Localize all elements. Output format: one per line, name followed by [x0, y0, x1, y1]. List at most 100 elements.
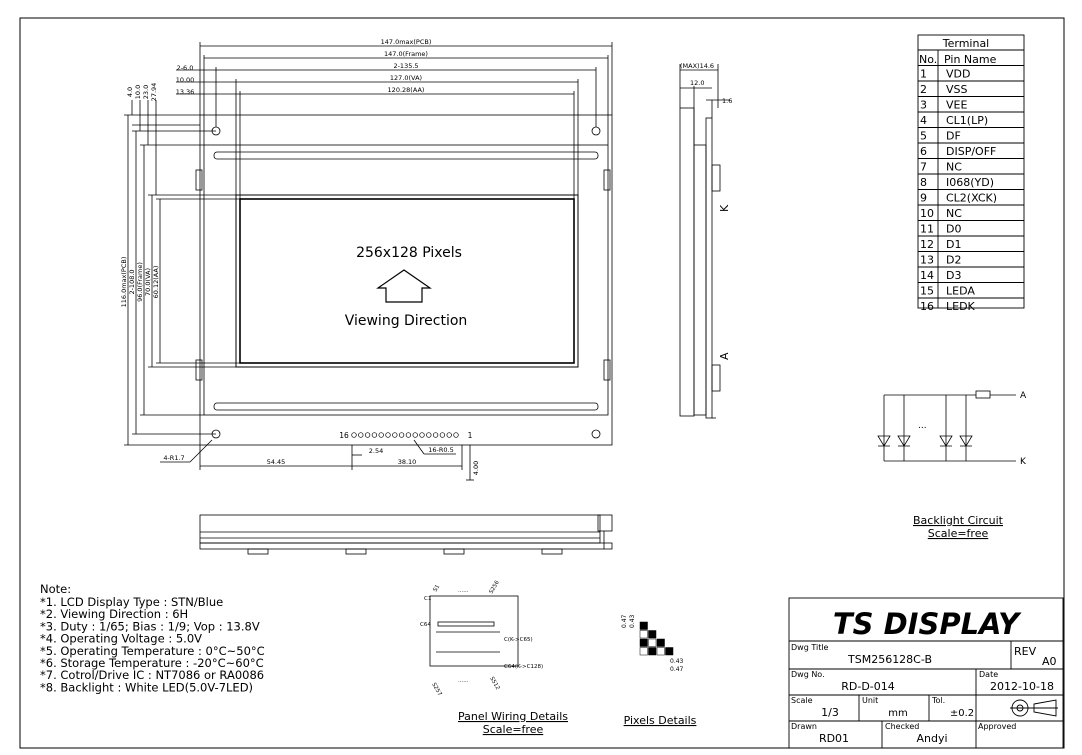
- dim-3810: 38.10: [398, 458, 417, 466]
- unit-label: Unit: [862, 696, 878, 705]
- dim-aa-width: 120.28(AA): [388, 86, 425, 94]
- terminal-table: [917, 34, 1025, 309]
- terminal-row-name: NC: [946, 161, 962, 174]
- note-item: *8. Backlight : White LED(5.0V-7LED): [40, 680, 253, 694]
- pixel-cell: [648, 647, 657, 656]
- title-block-text: TS DISPLAY Dwg Title TSM256128C-B REV A0…: [791, 607, 1057, 745]
- unit-value: mm: [888, 708, 907, 719]
- dim-side-16: 1.6: [722, 97, 732, 105]
- title-block: [788, 597, 1064, 749]
- pixels-labels: 0.47 0.43 0.43 0.47 Pixels Details: [621, 614, 697, 727]
- wiring-dots-top: ......: [458, 588, 469, 594]
- wiring-s512: S512: [488, 676, 500, 691]
- terminal-row-name: LEDA: [946, 285, 975, 298]
- backlight-a: A: [1020, 391, 1027, 401]
- terminal-row-no: 9: [920, 192, 927, 205]
- backlight-title: Backlight Circuit: [913, 514, 1004, 527]
- terminal-row-name: VDD: [946, 68, 970, 81]
- dim-v-100: 10.0: [134, 85, 142, 99]
- drawn-label: Drawn: [791, 722, 817, 731]
- side-a-label: A: [718, 352, 731, 360]
- pixel-cell: [639, 638, 648, 647]
- connector-pin: [358, 432, 364, 438]
- terminal-row-no: 12: [920, 238, 934, 251]
- dim-pitch: 2.54: [369, 447, 383, 455]
- wiring-s257: S257: [430, 682, 442, 698]
- dim-aa-height: 60.12(AA): [152, 266, 160, 299]
- terminal-row-name: CL2(XCK): [946, 192, 997, 205]
- dim-v-230: 23.0: [142, 85, 150, 99]
- terminal-row-name: D2: [946, 254, 961, 267]
- note-label: *7. Cotrol/Drive IC : NT7086 or RA0086: [40, 668, 264, 682]
- scale-label: Scale: [791, 696, 813, 705]
- dim-pin-radius: 16-R0.5: [428, 446, 453, 454]
- tol-value: ±0.2: [950, 708, 974, 719]
- side-view-labels: (MAX)14.6 12.0 1.6 K A: [680, 62, 732, 360]
- dwg-title-value: TSM256128C-B: [847, 653, 932, 666]
- wiring-s256: S256: [489, 579, 501, 595]
- note-label: *2. Viewing Direction : 6H: [40, 607, 188, 621]
- terminal-row-name: D0: [946, 223, 961, 236]
- backlight-scale: Scale=free: [928, 527, 989, 540]
- drawn-value: RD01: [819, 732, 849, 745]
- note-value: STN/Blue: [171, 595, 223, 609]
- dim-v-40: 4.0: [126, 87, 134, 97]
- dim-offset-1336: 13.36: [176, 88, 195, 96]
- connector-pin: [419, 432, 425, 438]
- panel-wiring-labels: S1 S256 ...... C1 C64 C(K->C65) C64(K->C…: [420, 579, 568, 736]
- pixel-dim-043a: 0.43: [629, 614, 636, 628]
- terminal-row-name: I068(YD): [946, 176, 994, 189]
- tol-label: Tol.: [931, 696, 945, 705]
- dwg-title-label: Dwg Title: [791, 643, 829, 652]
- terminal-row-no: 13: [920, 254, 934, 267]
- connector-pin: [412, 432, 418, 438]
- terminal-row-no: 2: [920, 83, 927, 96]
- pixels-detail: [639, 621, 674, 656]
- note-item: *6. Storage Temperature : -20°C~60°C: [40, 656, 264, 670]
- terminal-table-text: Terminal No. Pin Name: [919, 37, 997, 66]
- terminal-row-name: CL1(LP): [946, 114, 988, 127]
- dim-hole-radius: 4-R1.7: [163, 454, 184, 462]
- date-value: 2012-10-18: [990, 680, 1054, 693]
- terminal-col-name: Pin Name: [944, 53, 997, 66]
- pixel-dim-047b: 0.47: [670, 666, 684, 673]
- scale-value: 1/3: [821, 706, 839, 719]
- terminal-title: Terminal: [942, 37, 990, 50]
- screen-pixels-label: 256x128 Pixels: [356, 245, 462, 261]
- side-view: [679, 64, 730, 419]
- terminal-row-name: VSS: [946, 83, 968, 96]
- connector-pin: [446, 432, 452, 438]
- terminal-row-no: 3: [920, 99, 927, 112]
- wiring-s1: S1: [433, 584, 442, 593]
- terminal-row-no: 4: [920, 114, 927, 127]
- side-k-label: K: [718, 204, 731, 212]
- wiring-title: Panel Wiring Details: [458, 710, 568, 723]
- sheet-border: [19, 17, 1065, 749]
- dim-5445: 54.45: [267, 458, 286, 466]
- connector-pin: [439, 432, 446, 438]
- rev-label: REV: [1014, 645, 1037, 658]
- terminal-row-no: 8: [920, 176, 927, 189]
- pixel-cell: [665, 647, 674, 656]
- wiring-c1: C1: [424, 596, 431, 602]
- terminal-row-no: 11: [920, 223, 934, 236]
- wiring-dots-bottom: ......: [458, 678, 469, 684]
- dim-v-2794: 27.94: [150, 83, 158, 102]
- pixel-dim-043b: 0.43: [670, 658, 684, 665]
- pixel-dim-047a: 0.47: [621, 614, 628, 628]
- terminal-row-no: 6: [920, 145, 927, 158]
- pixel-cell: [639, 621, 648, 630]
- note-label: *4. Operating Voltage : 5.0V: [40, 632, 202, 646]
- dim-offset-10: 10.00: [176, 76, 195, 84]
- backlight-labels: A K ... Backlight Circuit Scale=free: [913, 391, 1027, 540]
- backlight-circuit: [877, 390, 1016, 462]
- terminal-row-name: D1: [946, 238, 961, 251]
- checked-value: Andyi: [916, 732, 947, 745]
- approved-label: Approved: [978, 722, 1016, 731]
- connector-pin: [364, 432, 371, 438]
- dim-pcb-width: 147.0max(PCB): [381, 38, 432, 46]
- terminal-row-no: 14: [920, 269, 934, 282]
- checked-label: Checked: [885, 722, 919, 731]
